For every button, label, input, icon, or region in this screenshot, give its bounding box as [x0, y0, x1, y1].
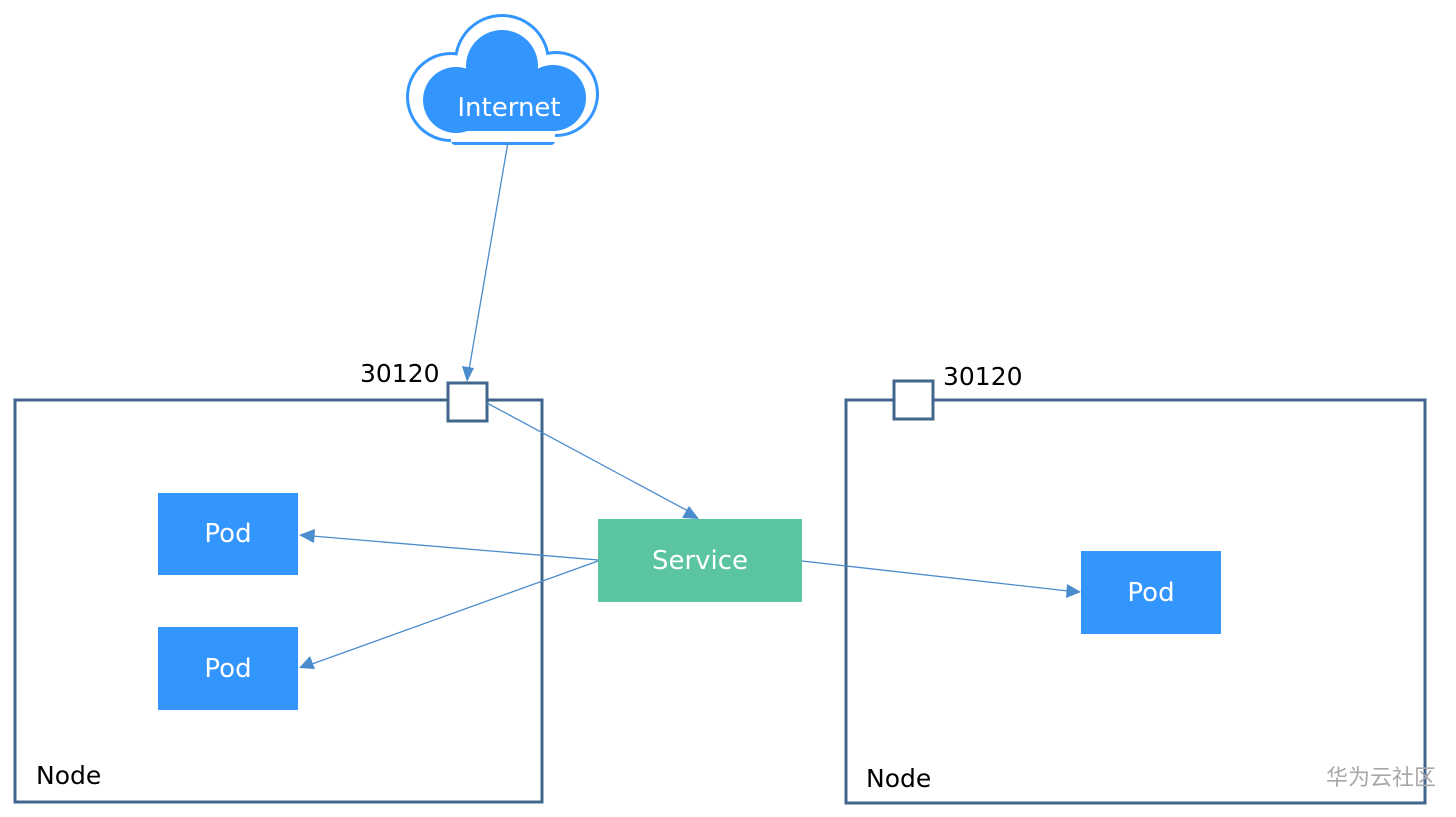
- service-label: Service: [652, 546, 748, 576]
- watermark: 华为云社区: [1326, 766, 1436, 791]
- edges: [299, 141, 1081, 669]
- edge-internet-to-port: [468, 141, 509, 371]
- arrowhead-internet-to-port: [462, 366, 474, 382]
- service: Service: [598, 519, 802, 602]
- edge-service-to-pod-left-bottom: [311, 560, 599, 665]
- node-left-port: [446, 381, 489, 423]
- node-left: Node 30120: [13, 359, 544, 804]
- edge-service-to-pod-left-top: [311, 535, 599, 561]
- pod-right-label: Pod: [1127, 578, 1174, 608]
- arrowhead-service-to-pod-left-bottom: [299, 656, 315, 669]
- edge-service-to-pod-right: [801, 560, 1069, 592]
- internet-label: Internet: [457, 93, 560, 123]
- pod-left-bottom-box: [158, 627, 298, 710]
- node-right-label: Node: [866, 764, 931, 793]
- node-left-label: Node: [36, 761, 101, 790]
- node-right-port-label: 30120: [943, 362, 1023, 391]
- cloud-icon: [406, 14, 599, 145]
- edge-port-to-service: [486, 402, 689, 512]
- pod-left-top: Pod: [158, 493, 298, 575]
- service-box: [598, 519, 802, 602]
- node-right: Node 30120: [844, 362, 1427, 805]
- pod-left-bottom: Pod: [158, 627, 298, 710]
- node-left-box: [13, 398, 544, 804]
- pod-right: Pod: [1081, 551, 1221, 634]
- pod-left-top-label: Pod: [204, 519, 251, 549]
- pod-right-box: [1081, 551, 1221, 634]
- pod-left-top-box: [158, 493, 298, 575]
- node-right-port: [892, 379, 935, 421]
- pod-left-bottom-label: Pod: [204, 654, 251, 684]
- arrowhead-service-to-pod-left-top: [299, 529, 315, 543]
- node-left-port-label: 30120: [360, 359, 440, 388]
- arrowhead-service-to-pod-right: [1066, 584, 1081, 598]
- internet-cloud: Internet: [406, 14, 599, 145]
- arrowhead-port-to-service: [682, 506, 699, 519]
- node-right-box: [844, 398, 1427, 805]
